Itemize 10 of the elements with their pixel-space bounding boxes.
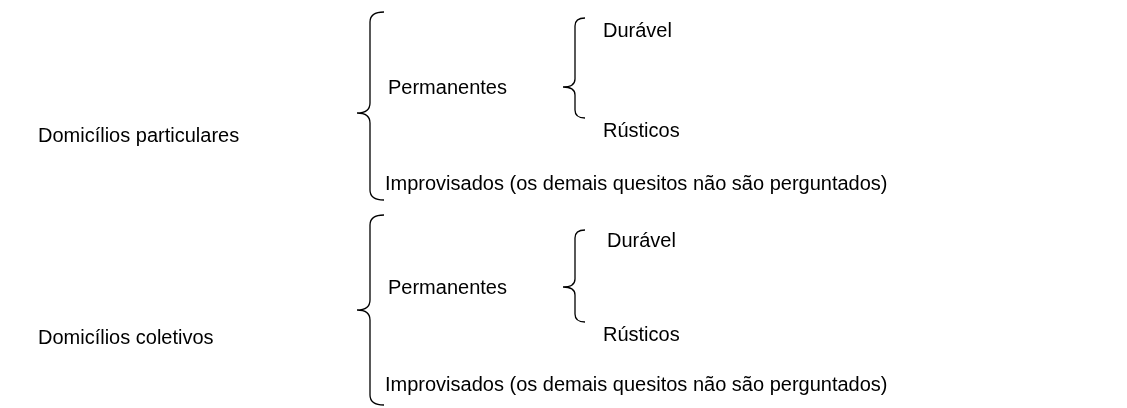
category-label: Improvisados (os demais quesitos não são perguntados) [385, 171, 888, 195]
category-label: Durável [603, 18, 672, 42]
category-label: Durável [607, 228, 676, 252]
category-label: Permanentes [388, 75, 507, 99]
category-label: Improvisados (os demais quesitos não são perguntados) [385, 372, 888, 396]
category-label: Rústicos [603, 322, 680, 346]
category-label: Domicílios particulares [38, 123, 240, 147]
category-label: Rústicos [603, 118, 680, 142]
category-label: Permanentes [388, 275, 507, 299]
category-label: Domicílios coletivos [38, 325, 214, 349]
